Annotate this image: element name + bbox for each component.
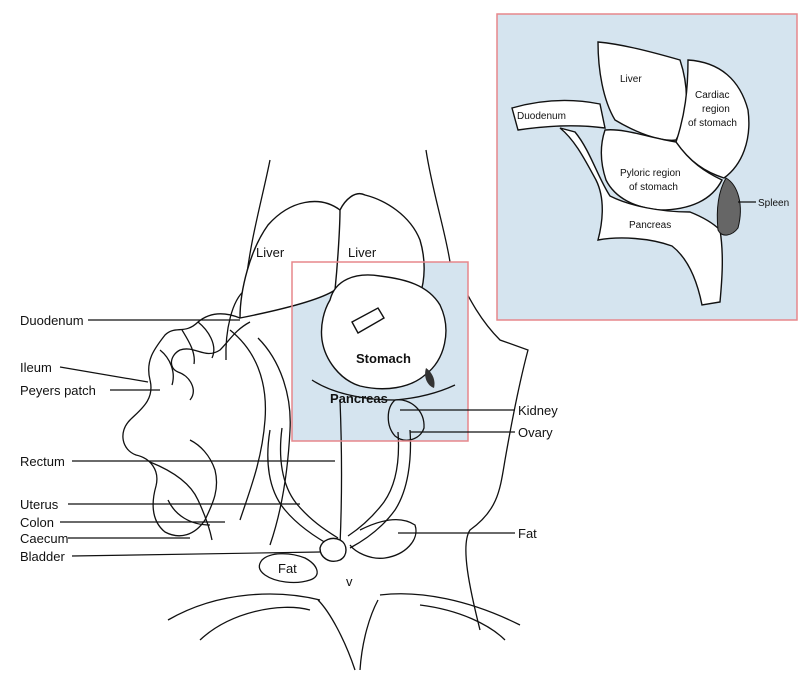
label-v-mark: v: [346, 574, 353, 589]
left-labels: Duodenum Ileum Peyers patch Rectum Uteru…: [20, 313, 335, 564]
inset-label-duodenum: Duodenum: [517, 111, 566, 122]
inset-label-liver: Liver: [620, 74, 642, 85]
inset-label-spleen: Spleen: [758, 198, 789, 209]
inset-label-pyloric-2: of stomach: [629, 182, 678, 193]
label-kidney: Kidney: [518, 403, 558, 418]
label-liver-right: Liver: [348, 245, 377, 260]
label-fat-right: Fat: [518, 526, 537, 541]
bladder: [320, 538, 346, 561]
inset-label-pyloric-1: Pyloric region: [620, 168, 681, 179]
label-ovary: Ovary: [518, 425, 553, 440]
label-peyers-patch: Peyers patch: [20, 383, 96, 398]
inset-panel: Liver Duodenum Cardiac region of stomach…: [497, 14, 797, 320]
inset-label-pancreas: Pancreas: [629, 220, 671, 231]
label-bladder: Bladder: [20, 549, 65, 564]
label-stomach: Stomach: [356, 351, 411, 366]
label-fat-bottom: Fat: [278, 561, 297, 576]
label-liver-left: Liver: [256, 245, 285, 260]
fat-pad-right: [350, 520, 416, 559]
inset-label-cardiac-3: of stomach: [688, 118, 737, 129]
label-duodenum: Duodenum: [20, 313, 84, 328]
label-caecum: Caecum: [20, 531, 68, 546]
label-pancreas: Pancreas: [330, 391, 388, 406]
label-ileum: Ileum: [20, 360, 52, 375]
label-rectum: Rectum: [20, 454, 65, 469]
label-colon: Colon: [20, 515, 54, 530]
intestines: [123, 314, 290, 545]
label-uterus: Uterus: [20, 497, 59, 512]
inset-label-cardiac-2: region: [702, 104, 730, 115]
inset-label-cardiac-1: Cardiac: [695, 90, 729, 101]
